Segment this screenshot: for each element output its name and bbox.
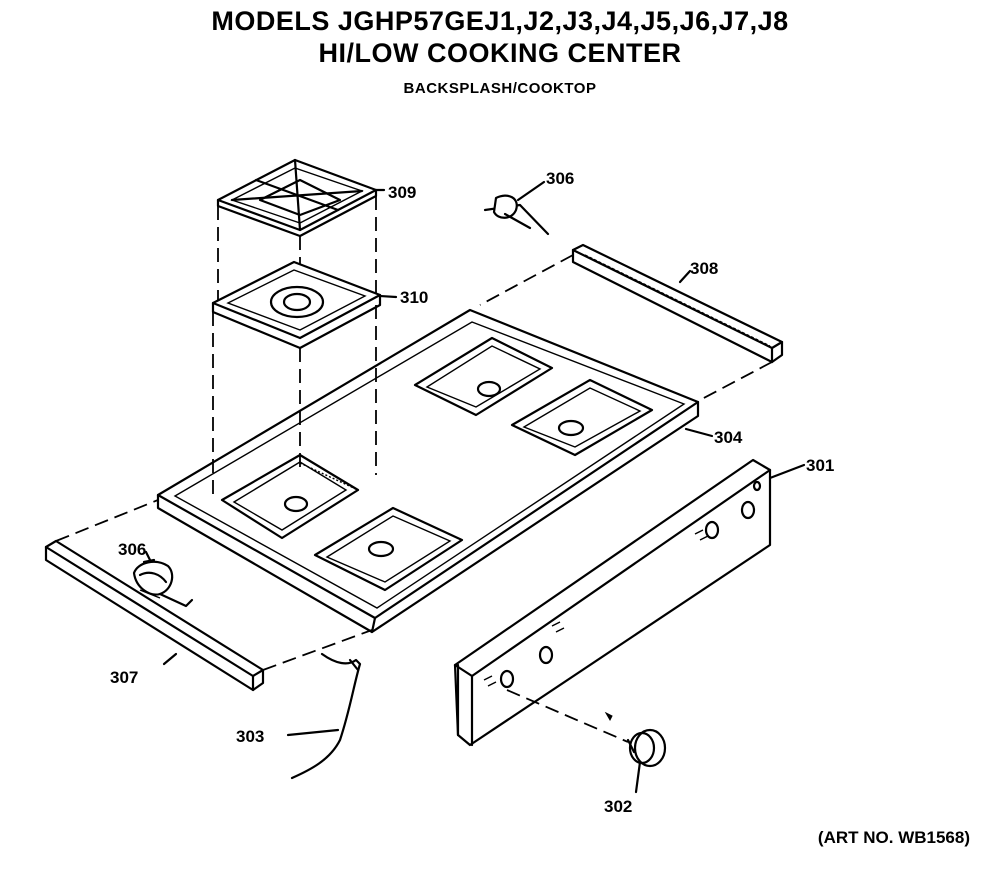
rear-trim-part (571, 243, 784, 364)
diagram-section: BACKSPLASH/COOKTOP (403, 80, 597, 97)
callout-306-top: 306 (546, 169, 574, 188)
wire-part (290, 652, 362, 780)
grate-part (216, 158, 378, 238)
knob-part (604, 711, 667, 768)
callout-307: 307 (110, 668, 138, 687)
callout-303: 303 (236, 727, 264, 746)
callout-306-front: 306 (118, 540, 146, 559)
callout-301: 301 (806, 456, 834, 475)
burner-pan-part (211, 260, 382, 350)
cooktop-part (156, 308, 700, 634)
callout-302: 302 (604, 797, 632, 816)
clip-top-part (483, 194, 550, 236)
callout-310: 310 (400, 288, 428, 307)
art-number: (ART NO. WB1568) (817, 828, 970, 847)
callout-308: 308 (690, 259, 718, 278)
callout-309: 309 (388, 183, 416, 202)
callout-304: 304 (714, 428, 743, 447)
clip-front-part (132, 550, 194, 608)
diagram-title: MODELS JGHP57GEJ1,J2,J3,J4,J5,J6,J7,J8 (211, 6, 789, 36)
control-panel-part (453, 458, 772, 747)
diagram-subtitle: HI/LOW COOKING CENTER (318, 38, 682, 68)
